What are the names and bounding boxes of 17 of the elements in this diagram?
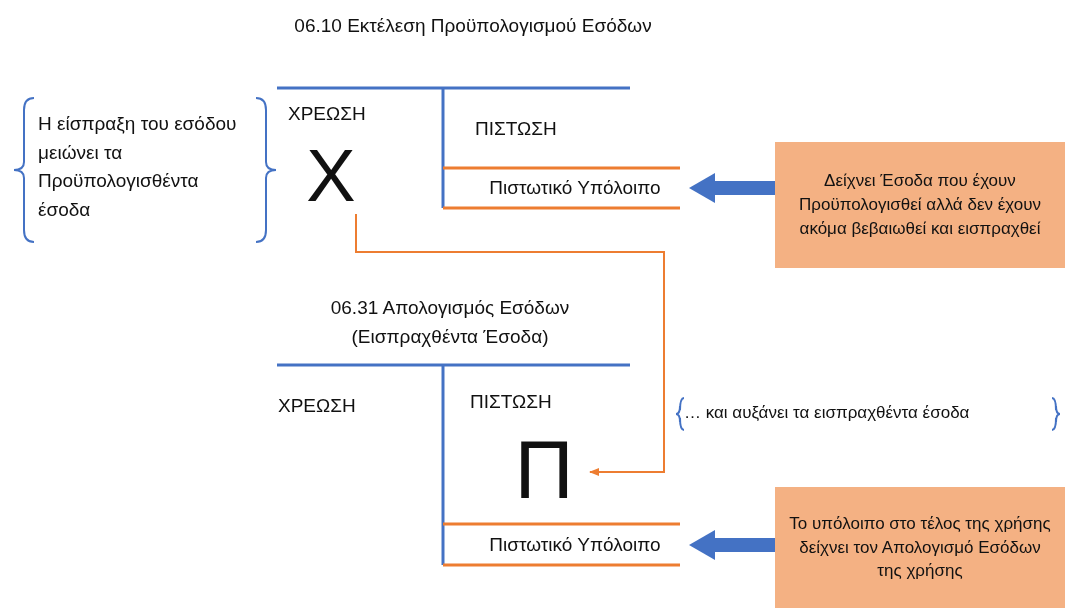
account-title: 06.10 Εκτέλεση Προϋπολογισμού Εσόδων	[293, 14, 653, 38]
arrow	[355, 213, 665, 476]
column-heading: ΠΙΣΤΩΣΗ	[475, 117, 558, 141]
note-box: Δείχνει Έσοδα που έχουν Προϋπολογισθεί αλλά δεν έχουν ακόμα βεβαιωθεί και εισπραχθεί	[775, 142, 1065, 268]
account-title: 06.31 Απολογισμός Εσόδων (Εισπραχθέντα Έσοδα)	[329, 296, 571, 349]
large-letter: Χ	[300, 138, 362, 214]
balance-label: Πιστωτικό Υπόλοιπο	[462, 527, 688, 563]
balance-label: Πιστωτικό Υπόλοιπο	[462, 170, 688, 206]
note-text: … και αυξάνει τα εισπραχθέντα έσοδα	[684, 402, 971, 424]
block-arrow	[689, 173, 775, 203]
column-heading: ΧΡΕΩΣΗ	[288, 102, 367, 126]
column-heading: ΧΡΕΩΣΗ	[278, 394, 357, 418]
block-arrow	[689, 530, 775, 560]
note-box: Το υπόλοιπο στο τέλος της χρήσης δείχνει τον Απολογισμό Εσόδων της χρήσης	[775, 487, 1065, 608]
column-heading: ΠΙΣΤΩΣΗ	[470, 390, 553, 414]
note-text: Η είσπραξη του εσόδου μειώνει τα Προϋπολογισθέντα έσοδα	[38, 112, 238, 222]
large-letter: Π	[498, 428, 590, 512]
